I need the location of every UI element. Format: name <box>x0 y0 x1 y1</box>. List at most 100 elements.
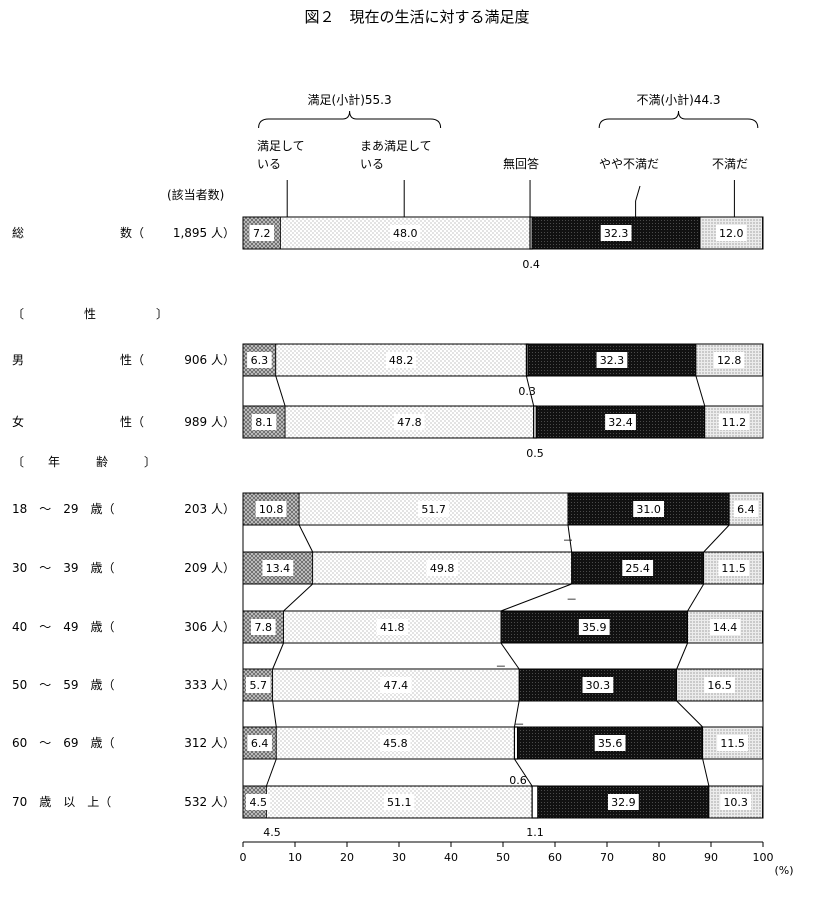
x-tick-label: 80 <box>652 851 666 864</box>
value-label-box <box>389 225 421 241</box>
connector-line <box>283 583 314 612</box>
bar-outline <box>242 551 764 585</box>
connector-band <box>242 700 764 728</box>
value-label: 30.3 <box>586 679 611 692</box>
value-label: 47.8 <box>397 416 422 429</box>
row-label: 50 ～ 59 歳（ <box>12 678 115 692</box>
connector-band <box>242 758 764 787</box>
value-label: 11.2 <box>722 416 747 429</box>
value-label-box <box>594 735 626 751</box>
value-label: 35.9 <box>582 621 607 634</box>
value-label-box <box>578 619 610 635</box>
value-label: 32.9 <box>611 796 636 809</box>
bar-segment <box>298 492 569 526</box>
x-tick-label: 10 <box>288 851 302 864</box>
row-count: 989 人） <box>184 415 235 429</box>
group-brace-satisfied <box>258 110 442 129</box>
legend-label-1: いる <box>360 157 384 171</box>
value-label: 7.8 <box>255 621 273 634</box>
bar-outline <box>242 216 764 250</box>
connector-line <box>500 583 572 612</box>
row-count: 906 人） <box>184 353 235 367</box>
connector-band <box>242 524 764 553</box>
row-label: 総 数（ <box>12 225 144 240</box>
row-count: 333 人） <box>184 678 235 692</box>
value-label: 13.4 <box>266 562 291 575</box>
legend-label-0: 満足して <box>257 139 305 153</box>
legend-label-3: やや不満だ <box>599 157 659 171</box>
value-label: 11.5 <box>721 562 746 575</box>
value-label-box <box>715 225 747 241</box>
value-label-box <box>249 225 275 241</box>
value-label: 10.8 <box>259 503 284 516</box>
value-label-box <box>720 794 752 810</box>
legend-pointer <box>635 185 641 202</box>
bar-outline <box>242 668 764 702</box>
row-count: 203 人） <box>184 502 235 516</box>
value-label-box <box>426 560 458 576</box>
x-tick-label: 100 <box>753 851 774 864</box>
value-label: 14.4 <box>713 621 738 634</box>
value-label: 6.3 <box>251 354 269 367</box>
row-label: 40 ～ 49 歳（ <box>12 620 115 634</box>
row-count: 312 人） <box>184 736 235 750</box>
value-label: 6.4 <box>737 503 755 516</box>
value-label: 4.5 <box>263 826 281 839</box>
row-count: 1,895 人） <box>173 226 235 240</box>
value-label: － <box>495 660 506 673</box>
value-label: 10.3 <box>723 796 748 809</box>
value-label-box <box>246 794 271 810</box>
row-label: 女 性（ <box>12 414 144 429</box>
connector-line <box>703 524 730 553</box>
value-label-box <box>718 560 750 576</box>
connector-band <box>242 375 764 407</box>
connector-band <box>242 583 764 612</box>
value-label: 12.8 <box>717 354 742 367</box>
value-label: 0.3 <box>518 385 536 398</box>
value-label: 8.1 <box>255 416 273 429</box>
row-count: 532 人） <box>184 795 235 809</box>
value-label-box <box>247 735 272 751</box>
value-label-box <box>379 735 411 751</box>
value-label-box <box>383 794 415 810</box>
value-label-box <box>394 414 425 430</box>
connector-line <box>500 642 520 670</box>
connector-line <box>265 758 277 787</box>
row-label: 70 歳 以 上（ <box>12 795 111 809</box>
value-label: 4.5 <box>250 796 268 809</box>
connector-line <box>514 758 533 787</box>
bar-outline <box>242 726 764 760</box>
x-tick-label: 90 <box>704 851 718 864</box>
value-label-box <box>380 677 412 693</box>
x-unit-label: (%) <box>774 864 793 877</box>
value-label-box <box>385 352 417 368</box>
bar-outline <box>242 405 764 439</box>
x-tick-label: 0 <box>240 851 247 864</box>
connector-line <box>695 375 706 407</box>
value-label: 32.3 <box>600 354 625 367</box>
bar-outline <box>242 343 764 377</box>
connector-line <box>525 375 535 407</box>
value-label: 48.2 <box>389 354 414 367</box>
value-label: 6.4 <box>251 737 269 750</box>
bar-outline <box>242 785 764 819</box>
value-label-box <box>251 414 277 430</box>
group-brace-dissatisfied <box>598 110 759 129</box>
legend-label-2: 無回答 <box>503 156 539 171</box>
bar-segment <box>513 726 519 760</box>
connector-line <box>702 758 710 787</box>
value-label-box <box>622 560 654 576</box>
value-label: － <box>563 534 574 547</box>
x-tick-label: 70 <box>600 851 614 864</box>
value-label-box <box>704 677 735 693</box>
x-tick-label: 60 <box>548 851 562 864</box>
bar-segment <box>537 785 710 819</box>
group-label-dissatisfied: 不満(小計)44.3 <box>636 92 720 107</box>
row-label: 30 ～ 39 歳（ <box>12 561 115 575</box>
row-labels: 〔 性 〕〔 年 齢 〕総 数（1,895 人）男 性（906 人）女 性（98… <box>12 225 235 809</box>
